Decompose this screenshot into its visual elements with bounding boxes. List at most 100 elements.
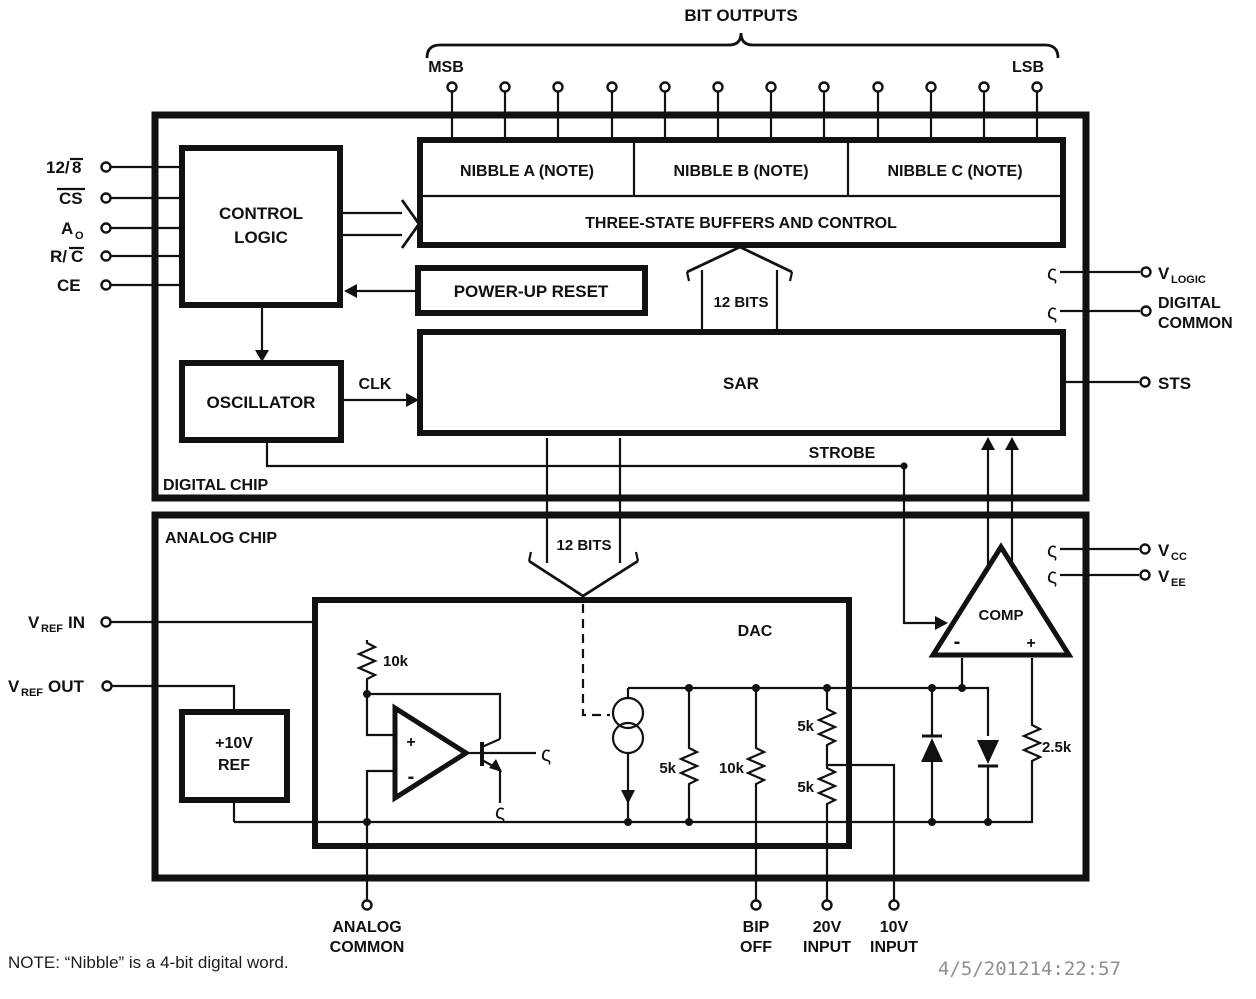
opamp-triangle <box>392 703 471 803</box>
comparator-label: COMP <box>979 607 1024 624</box>
vee-pin: ς V EE <box>1047 565 1186 589</box>
svg-text:CS: CS <box>59 189 83 208</box>
svg-text:LOGIC: LOGIC <box>1171 274 1206 286</box>
control-to-buffers-arrow <box>343 199 421 249</box>
svg-text:EE: EE <box>1171 577 1186 589</box>
svg-text:COMMON: COMMON <box>1158 315 1233 332</box>
input-label-ce: CE <box>57 276 81 295</box>
ref-box <box>179 709 290 803</box>
lsb-label: LSB <box>1012 59 1044 76</box>
bus-up-label: 12 BITS <box>713 294 768 311</box>
svg-text:INPUT: INPUT <box>870 939 918 956</box>
power-up-reset-label: POWER-UP RESET <box>454 282 609 301</box>
three-state-label: THREE-STATE BUFFERS AND CONTROL <box>585 215 897 232</box>
brace <box>425 32 1060 59</box>
comparator-minus-label: - <box>954 631 961 653</box>
svg-text:O: O <box>75 230 84 242</box>
bus-up-arrow <box>685 245 794 329</box>
svg-text:A: A <box>61 219 73 238</box>
sar-box <box>417 329 1066 436</box>
vcc-pin: ς V CC <box>1047 539 1187 563</box>
nibble-c-label: NIBBLE C (NOTE) <box>887 163 1022 180</box>
svg-text:BIP: BIP <box>743 919 770 936</box>
control-logic-box <box>179 145 343 308</box>
oscillator-label: OSCILLATOR <box>207 393 316 412</box>
dac-label: DAC <box>738 623 773 640</box>
digital-common-pin: ς DIGITAL COMMON <box>1047 295 1233 332</box>
input-label-rc: R/ C <box>50 246 84 266</box>
output-transistor: ς ς <box>466 737 551 824</box>
input-label-12-8: 12/ 8 <box>46 157 83 177</box>
diode-down-icon <box>977 740 999 822</box>
opamp-minus-label: - <box>408 766 415 788</box>
feedback-wire <box>367 692 502 739</box>
dac-top-rail <box>628 686 990 736</box>
svg-text:V: V <box>28 613 40 632</box>
vlogic-pin: ς V LOGIC <box>1047 262 1206 286</box>
digital-chip-label: DIGITAL CHIP <box>163 477 269 494</box>
svg-text:OFF: OFF <box>740 939 772 956</box>
svg-text:V: V <box>1158 541 1170 560</box>
svg-text:STS: STS <box>1158 374 1191 393</box>
resistor-5k-bot-label: 5k <box>797 779 814 796</box>
osc-arrowhead-icon <box>255 350 269 362</box>
svg-text:REF: REF <box>41 623 63 635</box>
svg-text:INPUT: INPUT <box>803 939 851 956</box>
control-logic-label-2: LOGIC <box>234 228 288 247</box>
resistor-5k-label: 5k <box>659 760 676 777</box>
digital-input-pins <box>100 161 179 291</box>
nibble-a-label: NIBBLE A (NOTE) <box>460 163 594 180</box>
bip-off-pin: BIP OFF <box>740 899 772 956</box>
clk-arrowhead-icon <box>406 393 419 407</box>
svg-text:8: 8 <box>72 158 81 177</box>
svg-text:CC: CC <box>1171 551 1187 563</box>
bond-wire-squiggle-icon: ς <box>495 801 505 824</box>
nibble-b-label: NIBBLE B (NOTE) <box>673 163 808 180</box>
svg-text:COMMON: COMMON <box>330 939 405 956</box>
svg-text:V: V <box>1158 567 1170 586</box>
vref-out-pin: V REF OUT <box>8 677 236 712</box>
sar-arrowhead-icon <box>981 437 995 450</box>
svg-text:10V: 10V <box>880 919 909 936</box>
analog-common-pin: ANALOG COMMON <box>330 822 405 956</box>
diode-up-icon <box>921 688 943 822</box>
bond-wire-squiggle-icon: ς <box>1047 301 1057 324</box>
bit-outputs-label: BIT OUTPUTS <box>684 6 797 25</box>
resistor-10k-vref-label: 10k <box>383 653 409 670</box>
resistor-2-5k <box>1022 720 1042 766</box>
svg-text:ANALOG: ANALOG <box>332 919 401 936</box>
svg-text:12/: 12/ <box>46 158 70 177</box>
svg-text:REF: REF <box>21 687 43 699</box>
in20v-pin: 20V INPUT <box>803 899 851 956</box>
svg-text:20V: 20V <box>813 919 842 936</box>
footnote: NOTE: “Nibble” is a 4-bit digital word. <box>8 953 289 972</box>
reset-arrowhead-icon <box>344 284 357 298</box>
svg-text:OUT: OUT <box>48 677 85 696</box>
oscillator-box <box>179 360 344 443</box>
buffers-box <box>417 137 1066 248</box>
sts-pin: STS <box>1066 374 1191 393</box>
ref-box-label-1: +10V <box>215 735 253 752</box>
strobe-label: STROBE <box>809 445 876 462</box>
control-logic-label-1: CONTROL <box>219 204 303 223</box>
strobe-wire <box>265 443 940 625</box>
dac-bus-dashed-wire <box>581 604 610 717</box>
clk-label: CLK <box>359 376 392 393</box>
ref-box-label-2: REF <box>218 757 250 774</box>
msb-label: MSB <box>428 59 464 76</box>
timestamp: 4/5/201214:22:57 <box>938 958 1121 980</box>
svg-text:V: V <box>8 677 20 696</box>
svg-text:C: C <box>71 247 83 266</box>
bit-output-pins <box>446 81 1043 140</box>
resistor-2-5k-label: 2.5k <box>1042 739 1072 756</box>
svg-text:V: V <box>1158 264 1170 283</box>
resistor-5k-top-label: 5k <box>797 718 814 735</box>
svg-text:DIGITAL: DIGITAL <box>1158 295 1221 312</box>
opamp-plus-wire <box>365 694 393 737</box>
opamp-plus-label: + <box>406 734 415 751</box>
sar-label: SAR <box>723 374 759 393</box>
resistor-10k-label: 10k <box>719 760 745 777</box>
in10v-pin: 10V INPUT <box>870 899 918 956</box>
